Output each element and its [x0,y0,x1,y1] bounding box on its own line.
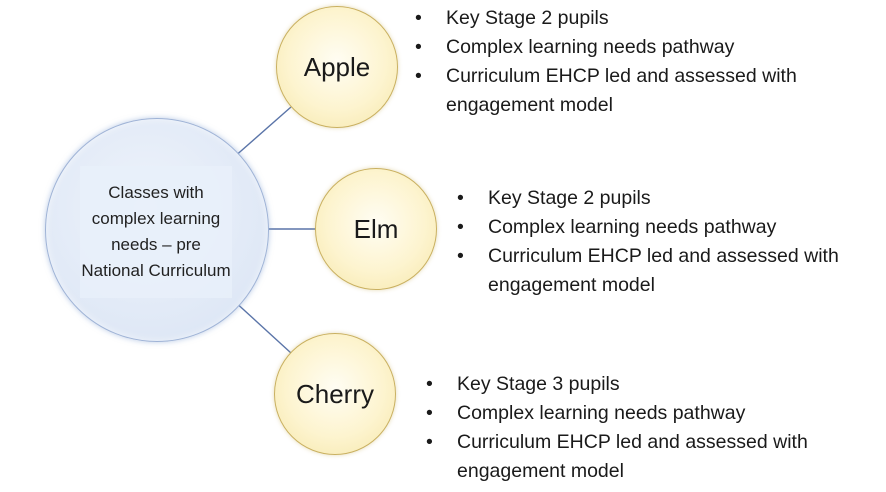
node-cherry: Cherry [274,333,396,455]
bullet-item: Complex learning needs pathway [426,399,881,428]
node-apple: Apple [276,6,398,128]
bullet-item: Curriculum EHCP led and assessed with en… [457,242,882,300]
connector-apple [232,106,292,159]
cherry-bullet-list: Key Stage 3 pupils Complex learning need… [426,370,881,486]
bullet-item: Key Stage 2 pupils [415,4,875,33]
bullet-item: Curriculum EHCP led and assessed with en… [415,62,875,120]
node-elm: Elm [315,168,437,290]
node-cherry-label: Cherry [295,378,374,409]
elm-bullet-list: Key Stage 2 pupils Complex learning need… [457,184,882,300]
apple-bullet-list: Key Stage 2 pupils Complex learning need… [415,4,875,120]
bullet-item: Key Stage 3 pupils [426,370,881,399]
hub-label-text: Classes with complex learning needs – pr… [81,183,231,280]
bullet-item: Complex learning needs pathway [415,33,875,62]
hub-label: Classes with complex learning needs – pr… [80,166,232,298]
bullet-item: Key Stage 2 pupils [457,184,882,213]
connector-cherry [232,299,292,354]
bullet-item: Curriculum EHCP led and assessed with en… [426,428,881,486]
node-apple-label: Apple [303,51,371,82]
node-elm-label: Elm [353,213,399,244]
bullet-item: Complex learning needs pathway [457,213,882,242]
